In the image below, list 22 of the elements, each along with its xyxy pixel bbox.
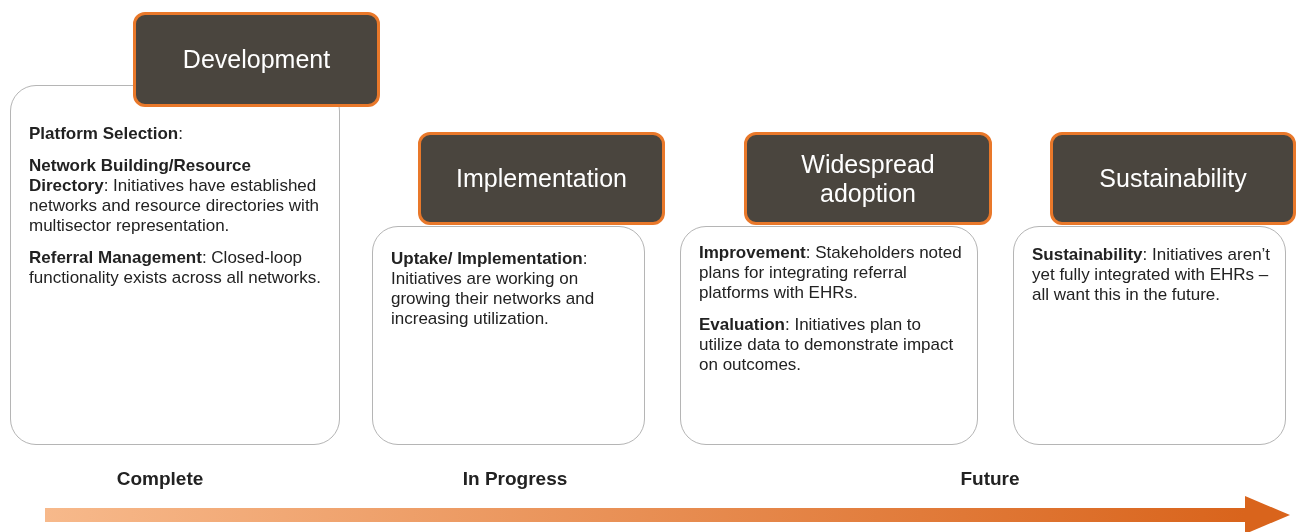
stage-card <box>10 85 340 445</box>
stage-description: Uptake/ Implementation: Initiatives are working on growing their networks and increasing utilization. <box>391 249 596 329</box>
stage-header <box>1050 132 1296 225</box>
stage-card <box>1013 226 1286 445</box>
status-label: Complete <box>116 468 204 490</box>
status-label: Future <box>960 468 1020 490</box>
stage-description: Evaluation: Initiatives plan to utilize data to demonstrate impact on outcomes. <box>699 315 955 375</box>
stage-title: Sustainability <box>1099 164 1247 193</box>
stage-description: Improvement: Stakeholders noted plans for integrating referral platforms with EHRs. <box>699 243 963 303</box>
status-label: In Progress <box>462 468 568 490</box>
stage-description: Sustainability: Initiatives aren’t yet fully integrated with EHRs – all want this in the future. <box>1032 245 1271 305</box>
stage-header <box>418 132 665 225</box>
stage-title: Widespread adoption <box>800 149 936 208</box>
stage-description: Network Building/Resource Directory: Initiatives have established networks and resource directories with multisector representation. <box>29 156 321 236</box>
stage-card <box>680 226 978 445</box>
stage-description: Referral Management: Closed-loop functionality exists across all networks. <box>29 248 322 288</box>
stage-title: Implementation <box>456 164 627 193</box>
stage-header <box>744 132 992 225</box>
stage-card <box>372 226 645 445</box>
stage-description: Platform Selection: <box>29 124 184 144</box>
stage-title: Development <box>182 45 331 74</box>
stage-header <box>133 12 380 107</box>
